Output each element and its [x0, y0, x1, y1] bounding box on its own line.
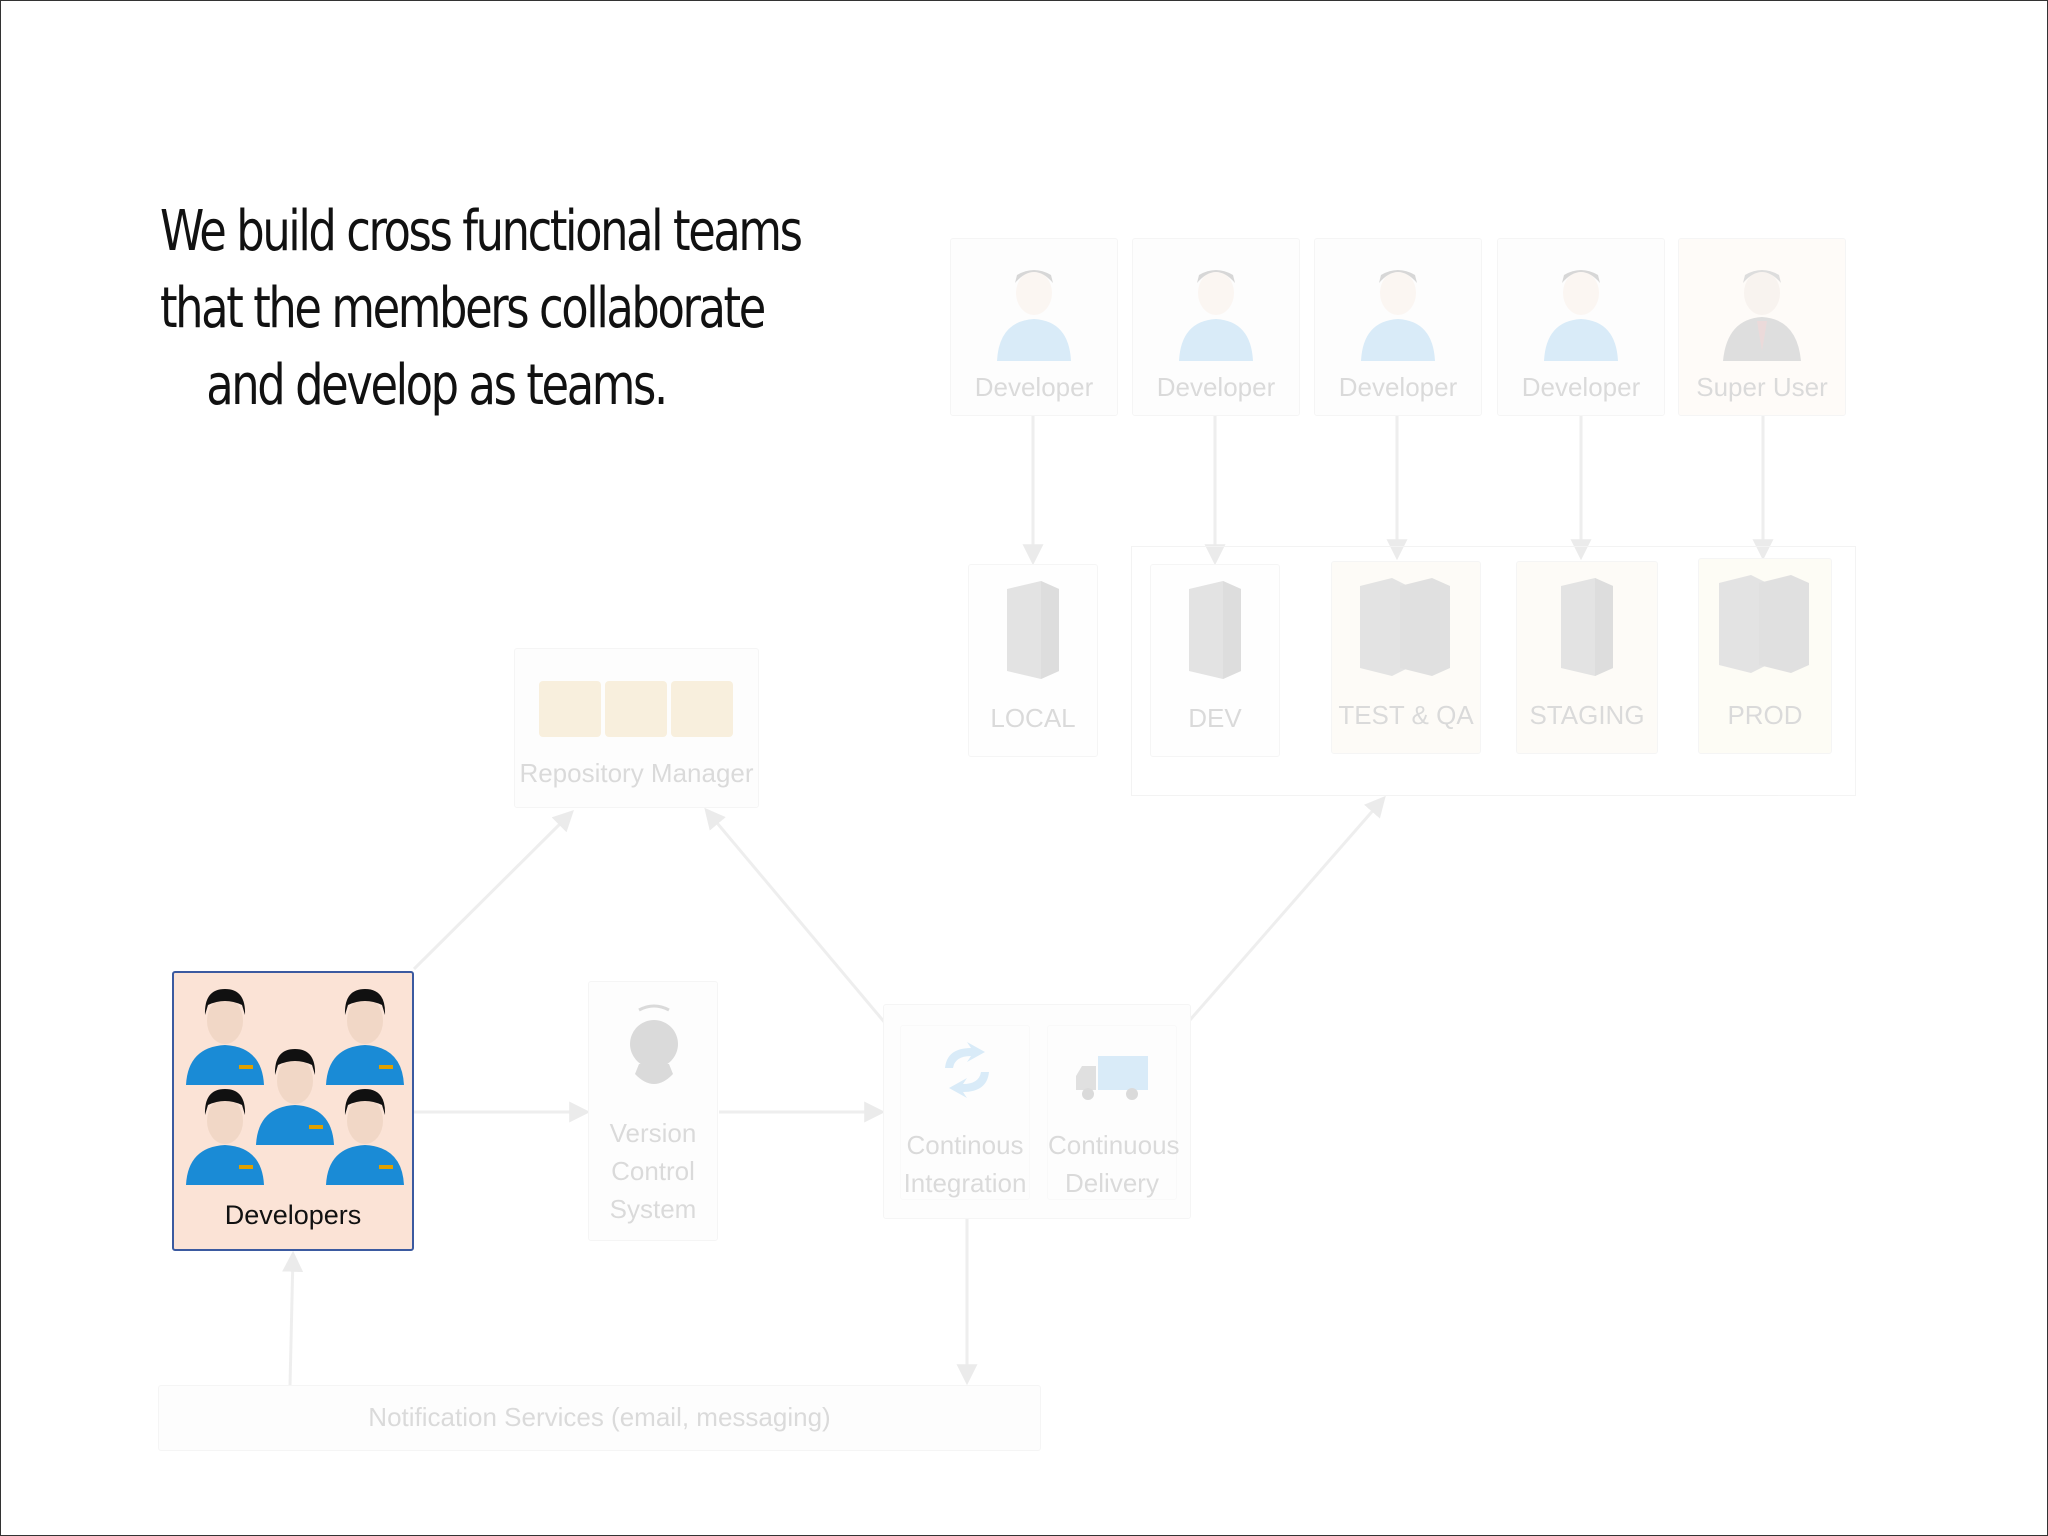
env-prod: PROD [1698, 558, 1832, 754]
server-icon [1189, 581, 1241, 679]
vcs-label-line-2: Control [611, 1156, 695, 1186]
env-label: PROD [1727, 700, 1803, 730]
role-developer-3: Developer [1314, 238, 1482, 416]
business-user-icon [1723, 270, 1801, 361]
vcs-label: Version Control System [589, 1114, 717, 1228]
continuous-delivery-box: Continuous Delivery [1047, 1025, 1180, 1202]
role-label: Developer [1338, 372, 1458, 402]
env-dev: DEV [1150, 564, 1280, 757]
server-cluster-icon [1360, 578, 1450, 676]
arrow-notifications-developers [282, 1250, 304, 1387]
ci-label-line-2: Integration [903, 1168, 1027, 1198]
delivery-truck-icon [1076, 1056, 1148, 1100]
env-label: DEV [1188, 703, 1242, 733]
env-label: STAGING [1529, 700, 1645, 730]
developer-icon [997, 270, 1071, 361]
developer-avatar-icon [326, 1089, 404, 1185]
role-label: Developer [974, 372, 1094, 402]
developer-avatar-icon [326, 989, 404, 1085]
headline-line-2: that the members collaborate [160, 276, 766, 341]
developer-icon [1179, 270, 1253, 361]
ci-label-line-1: Continous [906, 1130, 1024, 1160]
role-developer-4: Developer [1497, 238, 1665, 416]
role-developer-1: Developer [950, 238, 1118, 416]
server-icon [1007, 581, 1059, 679]
notification-services-box: Notification Services (email, messaging) [158, 1385, 1041, 1451]
env-staging: STAGING [1516, 561, 1658, 754]
headline-line-1: We build cross functional teams [160, 199, 803, 264]
role-super-user: Super User [1678, 238, 1846, 416]
developer-avatar-icon [186, 989, 264, 1085]
ci-cd-group: Continous Integration Continuous Deliver… [883, 1004, 1191, 1219]
notification-services-label: Notification Services (email, messaging) [368, 1402, 831, 1432]
continuous-integration-box: Continous Integration [900, 1025, 1030, 1200]
github-octocat-icon [630, 1004, 678, 1084]
package-boxes-icon [539, 681, 733, 737]
headline-line-3: and develop as teams. [206, 353, 668, 418]
env-label: LOCAL [990, 703, 1076, 733]
arrow-ci-repo [704, 807, 898, 1037]
developer-avatar-icon [186, 1089, 264, 1185]
repository-manager-label: Repository Manager [519, 758, 754, 788]
sync-arrows-icon [945, 1042, 989, 1098]
role-label: Developer [1156, 372, 1276, 402]
vcs-label-line-1: Version [609, 1118, 697, 1148]
environments-group [1131, 546, 1856, 796]
role-developer-2: Developer [1132, 238, 1300, 416]
developer-icon [1544, 270, 1618, 361]
env-label: TEST & QA [1338, 700, 1474, 730]
server-icon [1561, 578, 1613, 676]
headline: We build cross functional teams that the… [160, 193, 803, 424]
cd-label: Continuous Delivery [1048, 1126, 1180, 1202]
role-label: Super User [1696, 372, 1828, 402]
env-test-qa: TEST & QA [1331, 561, 1481, 754]
developers-label: Developers [224, 1200, 362, 1230]
repository-manager-box: Repository Manager [514, 648, 759, 808]
arrow-developers-repo [412, 810, 574, 971]
vcs-label-line-3: System [609, 1194, 697, 1224]
developer-icon [1361, 270, 1435, 361]
server-cluster-icon [1719, 575, 1809, 673]
ci-label: Continous Integration [901, 1126, 1029, 1202]
cd-label-line-2: Delivery [1065, 1168, 1159, 1198]
role-label: Developer [1521, 372, 1641, 402]
env-local: LOCAL [968, 564, 1098, 757]
arrow-cd-environments [1174, 795, 1386, 1037]
cd-label-line-1: Continuous [1048, 1130, 1180, 1160]
developers-box: Developers [172, 971, 414, 1251]
developer-avatar-icon [256, 1049, 334, 1145]
vcs-box: Version Control System [588, 981, 718, 1241]
